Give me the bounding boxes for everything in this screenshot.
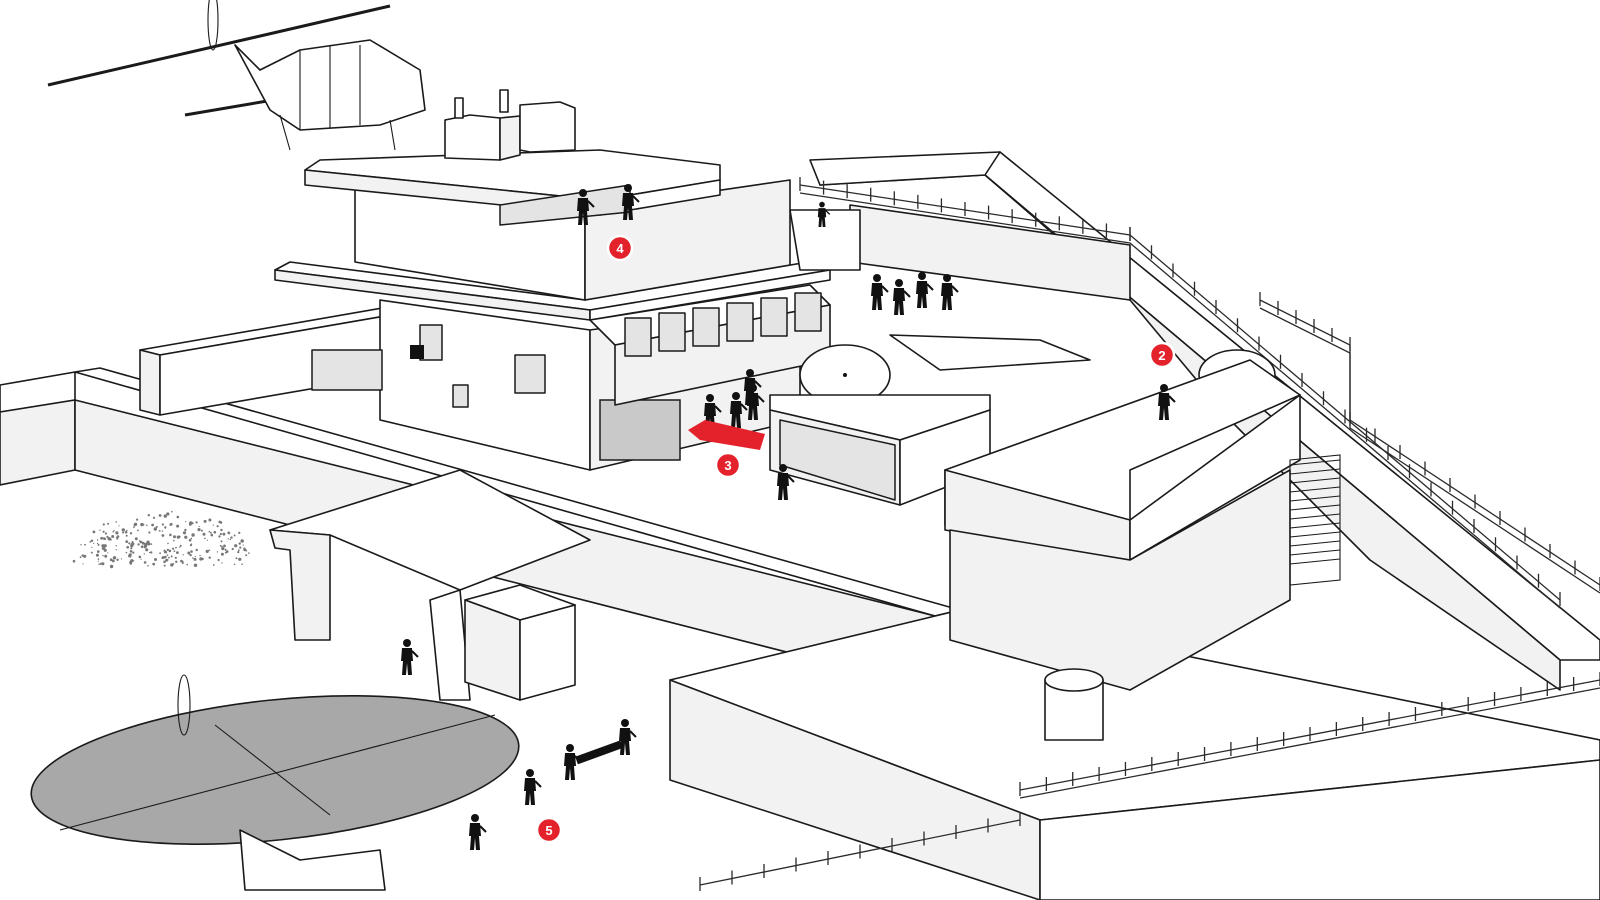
soldier-figure: [916, 272, 934, 308]
marker-4-label: 4: [616, 241, 624, 256]
marker-3: 3: [714, 451, 742, 479]
soldier-figure: [941, 274, 959, 310]
marker-2-label: 2: [1158, 348, 1165, 363]
marker-5: 5: [535, 816, 563, 844]
soldier-figure: [893, 279, 911, 315]
soldier-group: [401, 184, 1176, 850]
soldier-figure: [871, 274, 889, 310]
soldier-figure: [1158, 384, 1176, 420]
soldier-figure: [524, 769, 542, 805]
soldier-figure: [777, 464, 795, 500]
carport-gate: [269, 469, 591, 701]
marker-4: 4: [606, 234, 634, 262]
soldier-figure: [577, 189, 595, 225]
helicopter-hovering: [47, 0, 426, 151]
soldier-figure: [401, 639, 419, 675]
soldier-figure: [469, 814, 487, 850]
marker-3-label: 3: [724, 458, 731, 473]
soldier-figure: [744, 369, 762, 405]
soldier-figure: [817, 201, 831, 227]
helicopter-crashed: [30, 674, 520, 891]
guest-house: [769, 334, 1341, 691]
entry-arrow: [688, 420, 765, 450]
marker-2: 2: [1148, 341, 1176, 369]
water-tank: [1044, 668, 1104, 741]
barbed-wire-fence: [699, 177, 1600, 891]
marker-5-label: 5: [545, 823, 552, 838]
soldier-figure: [619, 719, 637, 755]
main-building: [274, 89, 861, 471]
soldier-figure: [622, 184, 640, 220]
gravel-pile: [72, 510, 250, 569]
soldier-figure: [730, 392, 748, 428]
